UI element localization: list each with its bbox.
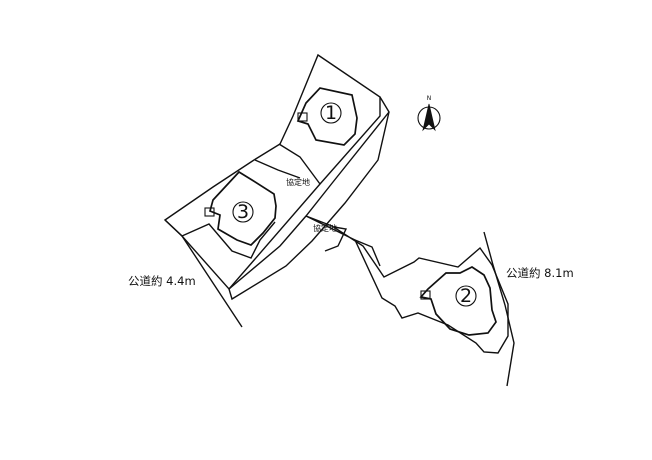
lower-site-boundary: [305, 215, 509, 354]
compass: N: [417, 95, 441, 132]
lot-3-number: 3: [232, 201, 254, 223]
access-way-edge-lower: [228, 111, 390, 301]
north-label: N: [427, 95, 432, 102]
lot-1-label: 1: [325, 102, 337, 124]
divider-lot1-agreement: [278, 143, 321, 185]
divider-lower-agreement: [324, 226, 348, 252]
access-way-edge-upper: [228, 96, 390, 290]
building-footprint-1: [296, 87, 358, 146]
agreement-area-lower-label: 協定地: [313, 223, 337, 233]
agreement-area-upper-label: 協定地: [286, 177, 310, 187]
divider-lot3-road: [181, 221, 276, 259]
road-right-edge: [483, 231, 515, 387]
lot-1-number: 1: [320, 102, 342, 124]
lot-2-circle: [455, 285, 477, 307]
building-footprint-3: [204, 170, 277, 246]
road-left-label: 公道約 4.4m: [128, 274, 196, 288]
lot-3-circle: [232, 201, 254, 223]
lot-2-number: 2: [455, 285, 477, 307]
lot-1-circle: [320, 102, 342, 124]
upper-site-boundary: [163, 53, 381, 291]
lot-3-label: 3: [237, 201, 249, 223]
divider-agreement-lot3: [254, 159, 301, 179]
building-footprint-2: [419, 266, 497, 336]
divider-lower-lot2: [354, 239, 381, 267]
north-arrow-icon: [422, 103, 436, 132]
lot-2-label: 2: [460, 285, 472, 307]
road-right-label: 公道約 8.1m: [506, 266, 574, 280]
